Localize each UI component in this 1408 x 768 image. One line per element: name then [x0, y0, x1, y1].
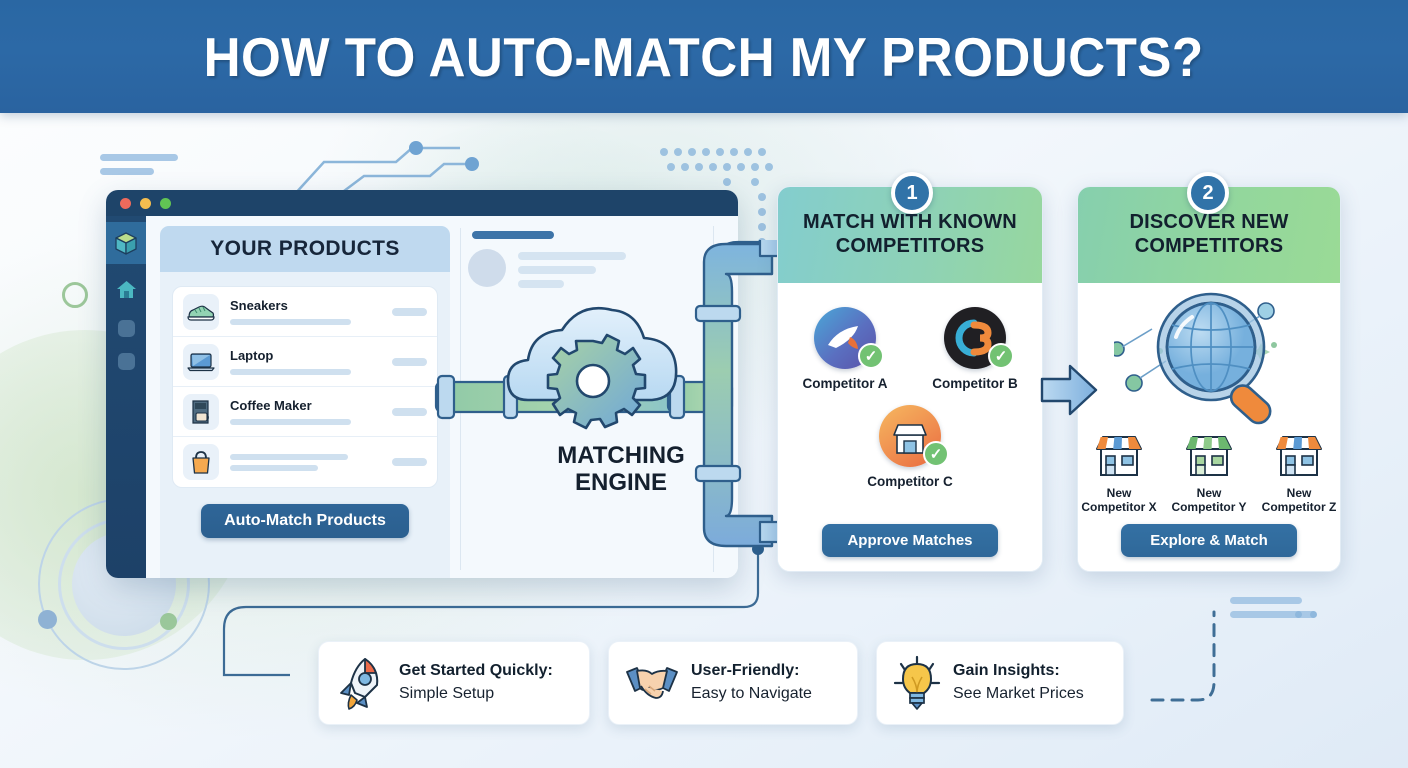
lightbulb-icon: [893, 655, 941, 710]
placeholder-bar: [472, 231, 554, 239]
app-window: YOUR PRODUCTS: [106, 190, 738, 578]
bar-decoration: [1230, 611, 1316, 618]
competitor-item[interactable]: ✓ Competitor B: [927, 307, 1023, 391]
status-pill: [392, 307, 427, 316]
list-item[interactable]: Coffee Maker: [173, 387, 437, 437]
placeholder-bar: [230, 368, 351, 375]
competitor-label: Competitor A: [802, 376, 888, 391]
feature-card-get-started: Get Started Quickly: Simple Setup: [318, 641, 590, 725]
app-sidebar: [106, 216, 146, 578]
product-list: Sneakers: [172, 286, 438, 488]
panel-header: YOUR PRODUCTS: [160, 226, 450, 272]
check-badge-icon: ✓: [858, 343, 884, 369]
bar-decoration: [100, 154, 178, 161]
your-products-panel: YOUR PRODUCTS: [160, 226, 450, 578]
step-card-match-known-competitors: MATCH WITH KNOWN COMPETITORS ✓ C: [777, 186, 1043, 572]
laptop-icon: [183, 343, 219, 380]
status-pill: [392, 407, 427, 416]
maximize-icon[interactable]: [160, 197, 171, 209]
storefront-orange-icon: [1096, 436, 1142, 476]
product-name: Laptop: [230, 348, 274, 364]
competitor-b-avatar: ✓: [944, 307, 1014, 369]
globe-magnifier-icon: [1114, 292, 1277, 425]
auto-match-products-button[interactable]: Auto-Match Products: [201, 504, 409, 538]
new-competitor-item[interactable]: New Competitor Z: [1259, 431, 1339, 514]
competitor-label: Competitor C: [867, 474, 953, 489]
status-pill: [392, 357, 427, 366]
feature-card-gain-insights: Gain Insights: See Market Prices: [876, 641, 1124, 725]
page-title: HOW TO AUTO-MATCH MY PRODUCTS?: [204, 25, 1204, 88]
panel-title: YOUR PRODUCTS: [210, 237, 400, 260]
new-competitor-item[interactable]: New Competitor X: [1079, 431, 1159, 514]
step-card-discover-new-competitors: DISCOVER NEW COMPETITORS: [1077, 186, 1341, 572]
competitor-item[interactable]: ✓ Competitor A: [797, 307, 893, 391]
new-competitor-label: New Competitor Z: [1261, 486, 1337, 515]
new-competitor-label: New Competitor Y: [1171, 486, 1247, 515]
feature-text: User-Friendly: Easy to Navigate: [691, 662, 812, 702]
step-badge-1: 1: [891, 172, 933, 214]
window-titlebar: [106, 190, 738, 216]
placeholder-bar: [518, 266, 596, 274]
status-pill: [392, 458, 427, 466]
approve-matches-button[interactable]: Approve Matches: [822, 524, 998, 557]
shopping-bag-icon: [183, 444, 219, 480]
dashed-line-decoration: [1150, 610, 1216, 702]
green-ring-decoration: [62, 282, 88, 308]
placeholder-bar: [518, 252, 626, 260]
feature-text: Get Started Quickly: Simple Setup: [399, 662, 553, 702]
check-badge-icon: ✓: [988, 343, 1014, 369]
list-item[interactable]: Sneakers: [173, 287, 437, 337]
competitor-a-avatar: ✓: [814, 307, 884, 369]
placeholder-square-icon[interactable]: [117, 353, 135, 370]
card-title: DISCOVER NEW COMPETITORS: [1129, 211, 1289, 257]
close-icon[interactable]: [120, 197, 131, 209]
divider: [713, 226, 714, 572]
matching-engine-label: MATCHING ENGINE: [557, 442, 685, 497]
page-header: HOW TO AUTO-MATCH MY PRODUCTS?: [0, 0, 1408, 113]
placeholder-avatar: [468, 249, 506, 287]
competitor-label: Competitor B: [932, 376, 1018, 391]
new-competitor-item[interactable]: New Competitor Y: [1169, 431, 1249, 514]
feature-text: Gain Insights: See Market Prices: [953, 662, 1084, 702]
placeholder-bar: [518, 280, 564, 288]
product-name: Coffee Maker: [230, 398, 312, 414]
divider: [460, 228, 461, 570]
competitor-item[interactable]: ✓ Competitor C: [862, 405, 958, 489]
feature-card-user-friendly: User-Friendly: Easy to Navigate: [608, 641, 858, 725]
product-name: Sneakers: [230, 298, 288, 314]
list-item[interactable]: Laptop: [173, 337, 437, 387]
card-title: MATCH WITH KNOWN COMPETITORS: [803, 211, 1017, 257]
placeholder-square-icon[interactable]: [117, 320, 135, 337]
minimize-icon[interactable]: [140, 197, 151, 209]
placeholder-bar: [230, 418, 351, 425]
storefront-orange-icon: [1276, 436, 1322, 476]
competitor-c-storefront-avatar: ✓: [879, 405, 949, 467]
step-badge-2: 2: [1187, 172, 1229, 214]
check-badge-icon: ✓: [923, 441, 949, 467]
placeholder-bar: [230, 453, 348, 460]
placeholder-bar: [230, 318, 351, 325]
cube-logo-icon[interactable]: [106, 222, 146, 264]
bar-decoration: [1230, 597, 1302, 604]
coffee-maker-icon: [183, 393, 219, 430]
new-competitor-label: New Competitor X: [1081, 486, 1157, 515]
explore-and-match-button[interactable]: Explore & Match: [1121, 524, 1297, 557]
handshake-icon: [626, 667, 678, 699]
app-content-area: [450, 216, 738, 578]
dot-decoration: [1310, 611, 1317, 618]
sneaker-icon: [183, 293, 219, 330]
list-item[interactable]: [173, 437, 437, 487]
dot-decoration: [1295, 611, 1302, 618]
bar-decoration: [100, 168, 154, 175]
rocket-icon: [340, 658, 379, 710]
home-icon[interactable]: [116, 280, 137, 304]
storefront-green-icon: [1186, 436, 1232, 476]
placeholder-bar: [230, 464, 318, 471]
